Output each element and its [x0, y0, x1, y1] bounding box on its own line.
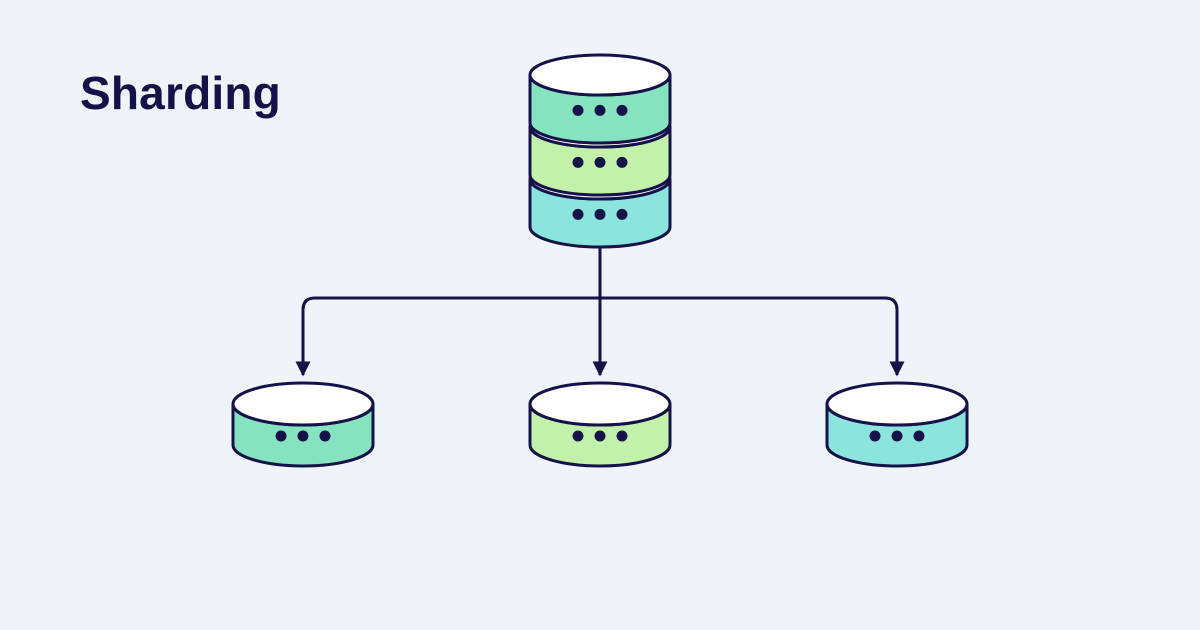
source-db-layer-1-dot-1 [572, 104, 584, 116]
source-db-layer-2-dot-1 [572, 156, 584, 168]
shard-2-dot-1 [572, 430, 584, 442]
shard-3-dot-2 [891, 430, 903, 442]
source-db-layer-1-dot-3 [616, 104, 628, 116]
shard-3-dot-3 [913, 430, 925, 442]
shard-3-dot-1 [869, 430, 881, 442]
shard-1-dot-1 [275, 430, 287, 442]
shard-1 [231, 381, 375, 468]
source-db-layer-1 [528, 53, 672, 145]
edges [295, 247, 905, 377]
shard-1-dot-2 [297, 430, 309, 442]
source-db-layer-1-dot-2 [594, 104, 606, 116]
source-db-layer-2-dot-3 [616, 156, 628, 168]
source-db-layer-3-dot-2 [594, 208, 606, 220]
shard-2-dot-3 [616, 430, 628, 442]
shard-1-dot-3 [319, 430, 331, 442]
source-db-layer-3-dot-1 [572, 208, 584, 220]
edge-to-shard-3 [600, 296, 905, 377]
shard-1-top [231, 381, 375, 427]
shard-2-top [528, 381, 672, 427]
shard-2 [528, 381, 672, 468]
source-db-layer-1-top [528, 53, 672, 97]
shards [231, 381, 969, 468]
shard-3-top [825, 381, 969, 427]
edge-to-shard-1 [295, 296, 600, 377]
source-db-layer-2-dot-2 [594, 156, 606, 168]
shard-3 [825, 381, 969, 468]
page-title: Sharding [80, 67, 281, 119]
source-db-layer-3-dot-3 [616, 208, 628, 220]
shard-2-dot-2 [594, 430, 606, 442]
source-database [528, 53, 672, 249]
